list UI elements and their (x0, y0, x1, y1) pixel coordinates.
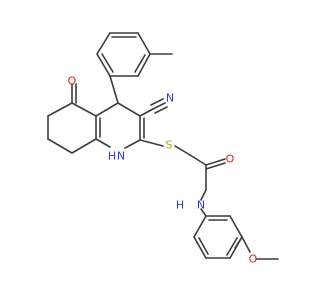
amide-nitrogen-label: N (197, 199, 205, 212)
thioether-sulfur-label: S (166, 139, 173, 152)
methoxy-oxygen-label: O (249, 253, 258, 266)
methoxyphenyl-ring (193, 208, 279, 260)
tolyl-ring (96, 32, 151, 77)
cyclohexanone-ring (47, 83, 97, 154)
molecule-canvas: O N H N S O N H O (47, 32, 279, 266)
molecule-structure-diagram: O N H N S O N H O (47, 32, 279, 266)
ketone-oxygen-label: O (68, 75, 77, 88)
amide-hydrogen-label: H (176, 199, 184, 212)
ring-nitrogen-label: N (117, 150, 125, 163)
ring-hydrogen-label: H (108, 150, 116, 163)
cyano-nitrogen-label: N (166, 92, 174, 105)
dihydropyridine-ring (95, 75, 145, 149)
thioacetamide-chain (139, 139, 226, 201)
amide-oxygen-label: O (226, 153, 235, 166)
cyano-group (139, 98, 168, 117)
